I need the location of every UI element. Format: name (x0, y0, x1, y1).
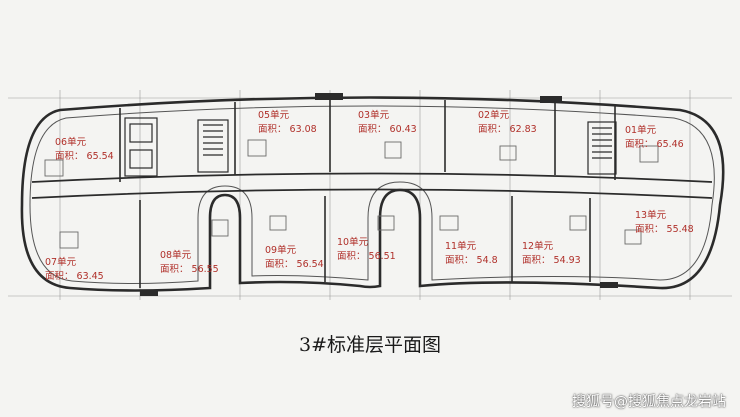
unit-name-label: 07单元 (45, 256, 77, 268)
unit-area-label: 面积： 65.54 (55, 150, 114, 162)
unit-area-label: 面积： 63.08 (258, 123, 317, 135)
unit-name-label: 13单元 (635, 209, 667, 221)
unit-name-label: 12单元 (522, 240, 554, 252)
unit-name-label: 10单元 (337, 236, 369, 248)
stair-core (124, 117, 617, 177)
bathroom-fixtures (44, 139, 659, 249)
unit-area-label: 面积： 63.45 (45, 270, 104, 282)
unit-area-label: 面积： 62.83 (478, 123, 537, 135)
unit-name-label: 01单元 (625, 124, 657, 136)
unit-area-label: 面积： 65.46 (625, 138, 684, 150)
unit-name-label: 02单元 (478, 109, 510, 121)
unit-area-label: 面积： 56.51 (337, 250, 396, 262)
plan-caption: 3#标准层平面图 (298, 334, 441, 356)
unit-area-label: 面积： 56.54 (265, 258, 324, 270)
building-outline (20, 96, 725, 292)
unit-area-label: 面积： 54.93 (522, 254, 581, 266)
unit-area-label: 面积： 60.43 (358, 123, 417, 135)
watermark: 搜狐号@搜狐焦点龙岩站 (572, 394, 726, 410)
partition-walls (119, 100, 616, 288)
unit-area-label: 面积： 56.55 (160, 263, 219, 275)
unit-area-label: 面积： 55.48 (635, 223, 694, 235)
corridor (31, 172, 713, 199)
unit-name-label: 05单元 (258, 109, 290, 121)
unit-name-label: 09单元 (265, 244, 297, 256)
unit-name-label: 03单元 (358, 109, 390, 121)
windows (140, 93, 618, 296)
unit-area-label: 面积： 54.8 (445, 254, 498, 266)
unit-name-label: 06单元 (55, 136, 87, 148)
unit-name-label: 08单元 (160, 249, 192, 261)
unit-name-label: 11单元 (445, 240, 477, 252)
